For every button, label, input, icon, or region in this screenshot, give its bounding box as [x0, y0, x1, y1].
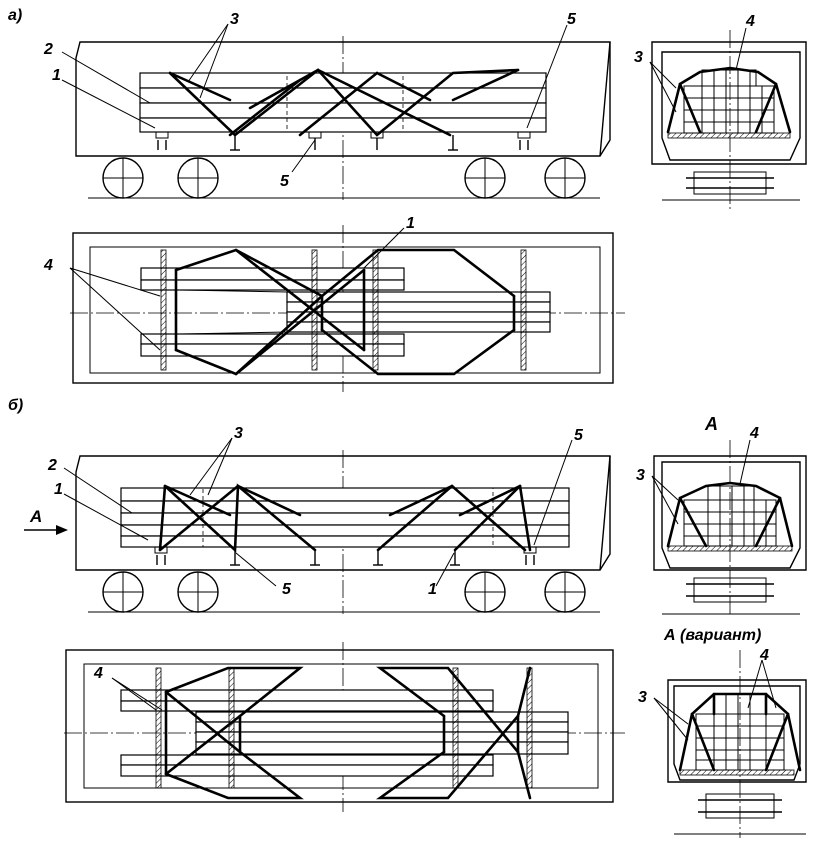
- bogie-variant: [674, 793, 806, 835]
- end-view-variant: А (вариант) 3 4: [638, 627, 807, 838]
- callout-4: 4: [759, 647, 769, 664]
- supports-a: [155, 131, 531, 151]
- callout-1: 1: [428, 581, 437, 598]
- arrow-a-label: А: [29, 507, 42, 526]
- callout-3: 3: [636, 467, 645, 484]
- callout-3: 3: [234, 425, 243, 442]
- side-view-b: 3 2 1 5 5 1 А: [24, 425, 611, 614]
- wagon-section: [661, 51, 801, 161]
- callout-3: 3: [634, 49, 643, 66]
- end-view-a: 3 4: [634, 13, 807, 210]
- leaders-a: 3 2 1 5 5: [43, 11, 577, 190]
- side-view-a: 3 2 1 5 5: [43, 11, 611, 200]
- callout-5: 5: [574, 427, 584, 444]
- callout-5: 5: [282, 581, 292, 598]
- callout-1: 1: [406, 215, 415, 232]
- package-grid: [683, 69, 775, 134]
- view-a-title: А: [704, 414, 718, 434]
- callout-4: 4: [745, 13, 755, 30]
- callout-5: 5: [280, 173, 290, 190]
- tie-wires-a: [168, 68, 520, 137]
- wagon-end: [599, 41, 611, 157]
- wheels-a: [102, 157, 586, 199]
- end-view-b: А 3 4: [636, 414, 807, 616]
- supports-b: [154, 546, 537, 566]
- view-arrow-a: А: [24, 507, 68, 535]
- wheels-b: [102, 571, 586, 613]
- section-a: а): [8, 7, 807, 392]
- plan-boards-b: [120, 689, 569, 777]
- callout-4: 4: [749, 425, 759, 442]
- plan-boards-a: [140, 267, 551, 357]
- callout-1: 1: [52, 67, 61, 84]
- callout-2: 2: [43, 41, 53, 58]
- tie-wires-b: [158, 483, 532, 553]
- callout-3: 3: [638, 689, 647, 706]
- plan-view-b: 4: [64, 642, 625, 812]
- bogie-a: [662, 171, 800, 201]
- section-b: б): [8, 397, 807, 838]
- callout-2: 2: [47, 457, 57, 474]
- callout-4: 4: [93, 665, 103, 682]
- section-b-label: б): [8, 397, 23, 414]
- view-a-variant-title: А (вариант): [663, 627, 761, 644]
- callout-5: 5: [567, 11, 577, 28]
- plan-view-a: 4 1: [43, 215, 625, 392]
- bogie-b: [662, 577, 800, 615]
- leaders-b: 3 2 1 5 5 1: [47, 425, 584, 598]
- floor-hatch: [667, 132, 791, 139]
- callout-3: 3: [230, 11, 239, 28]
- section-a-label: а): [8, 7, 22, 24]
- callout-4: 4: [43, 257, 53, 274]
- callout-1: 1: [54, 481, 63, 498]
